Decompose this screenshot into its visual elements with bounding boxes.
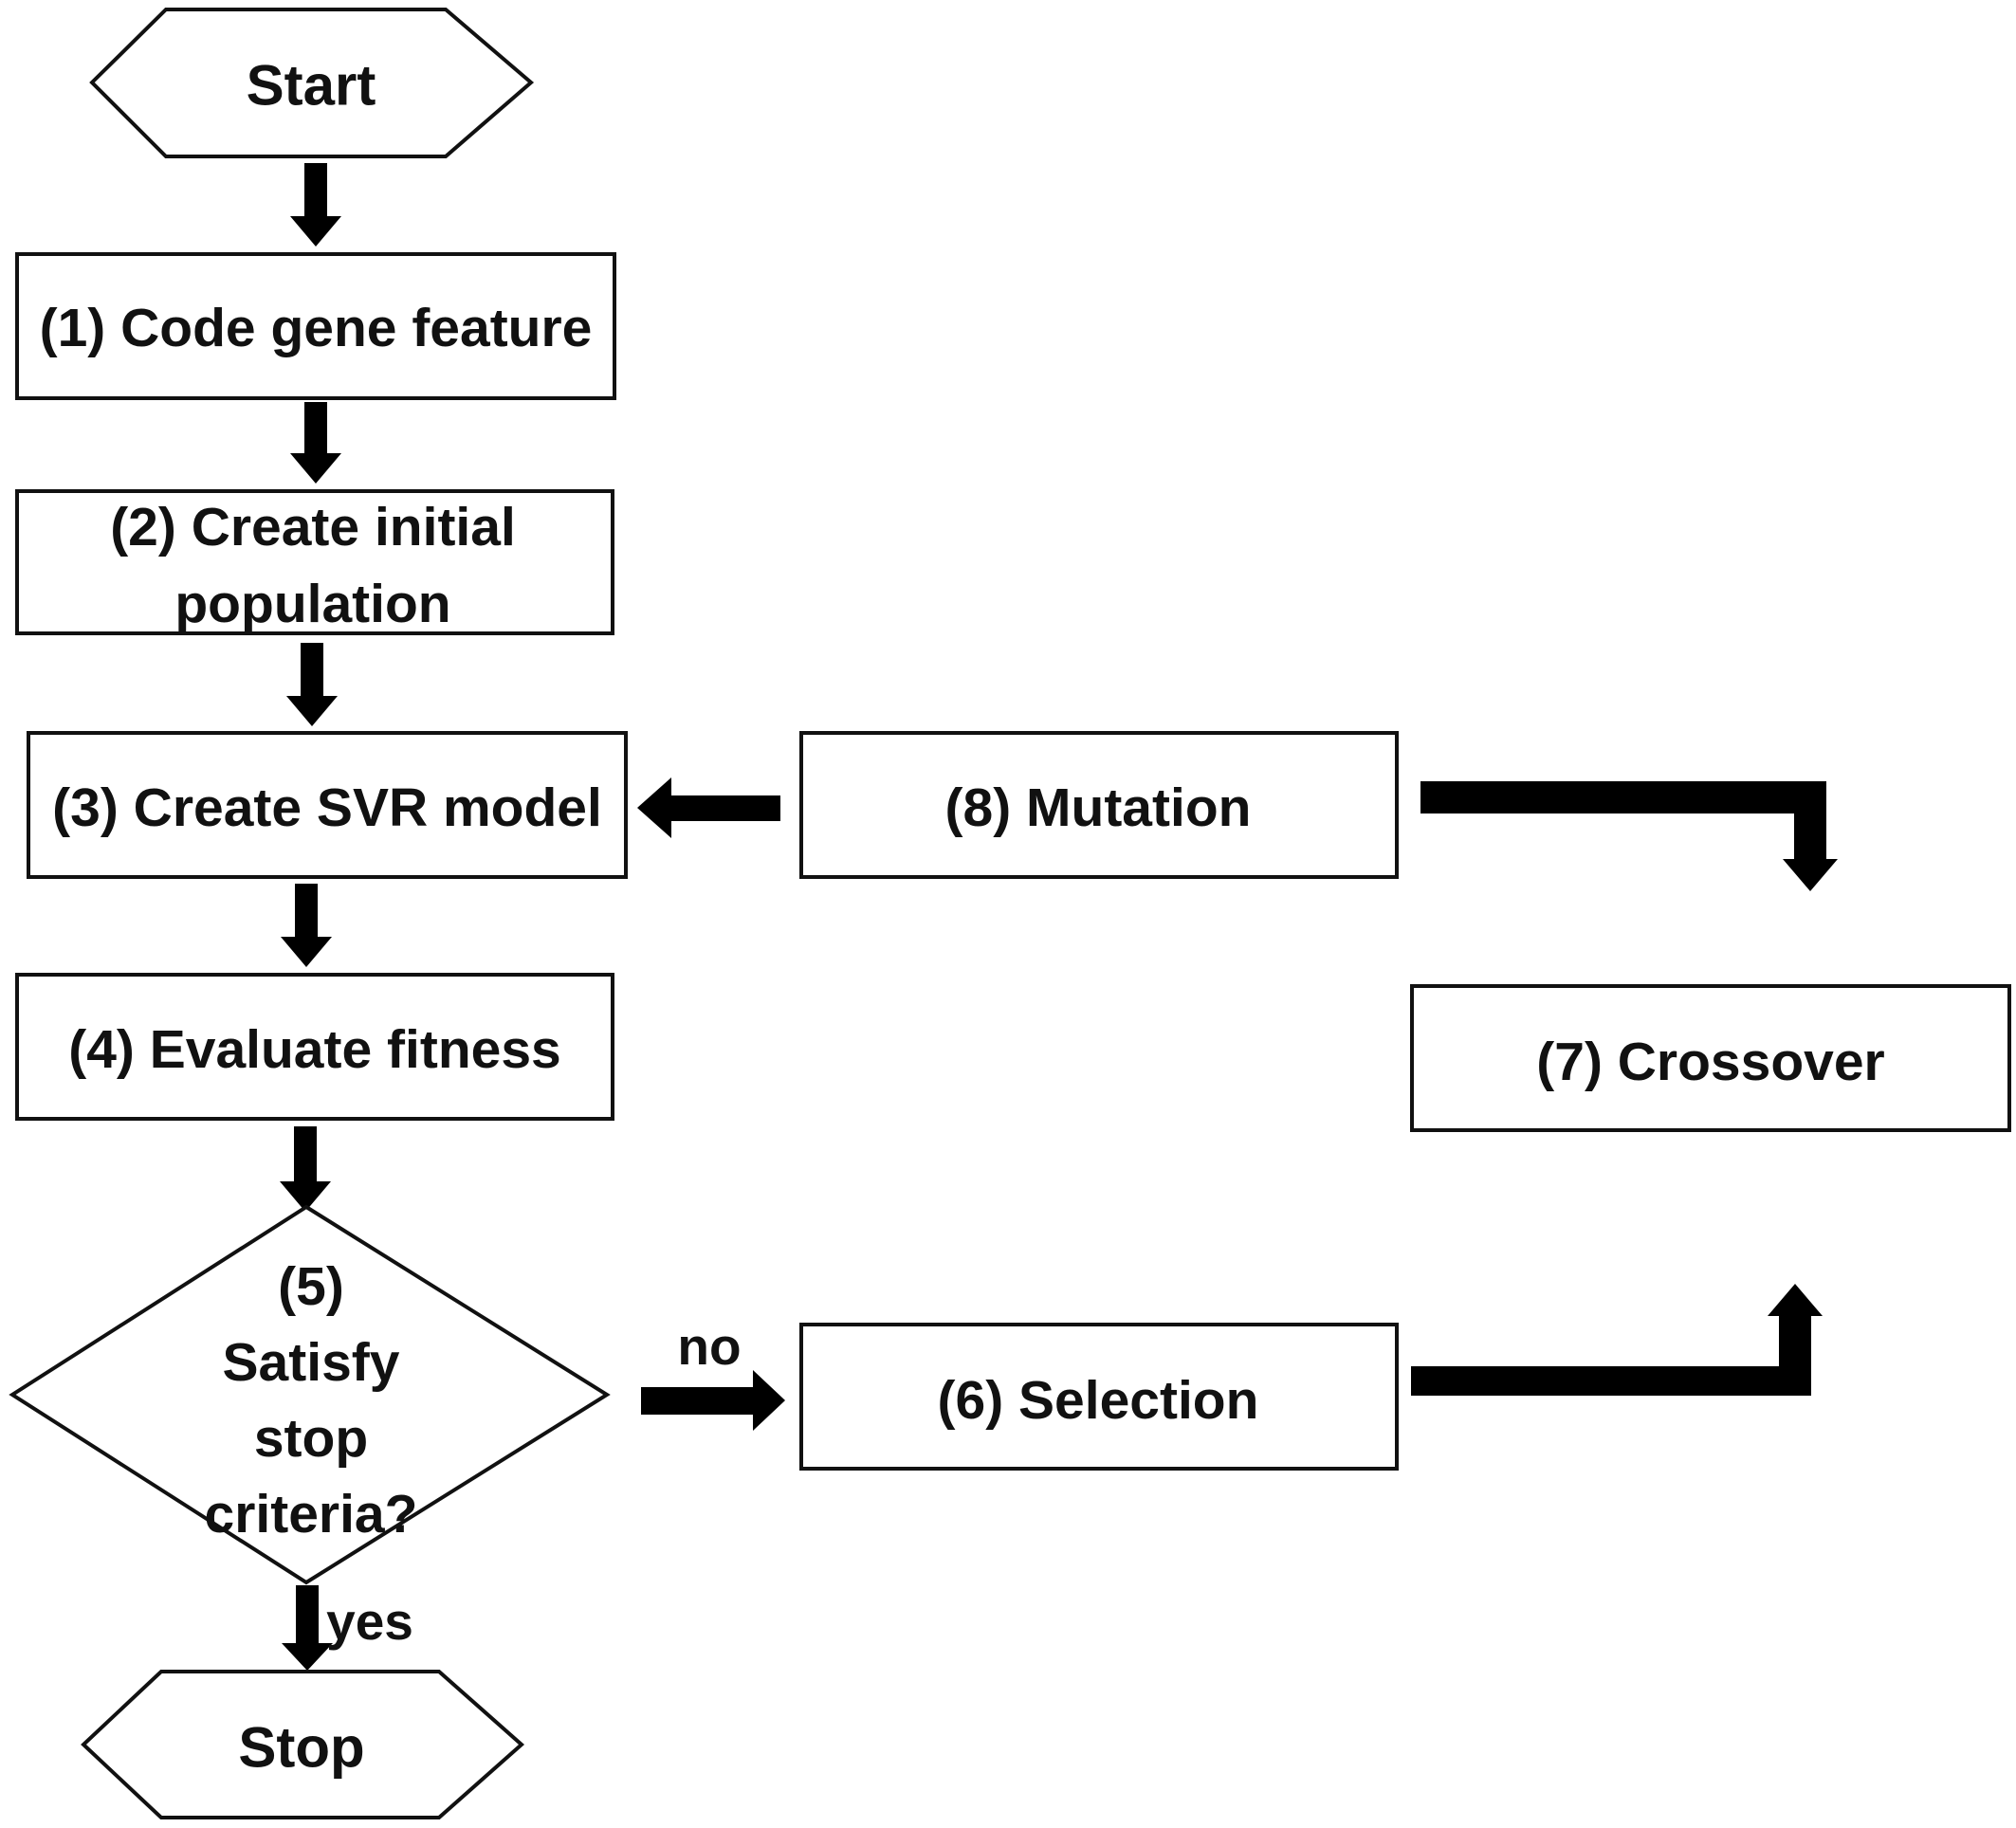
step-7-box: (7) Crossover [1410, 984, 2011, 1132]
step-5-decision: (5) Satisfy stop criteria? [9, 1204, 611, 1585]
start-node: Start [89, 8, 535, 158]
stop-label: Stop [238, 1716, 364, 1780]
stop-node: Stop [81, 1670, 525, 1819]
step-1-label: (1) Code gene feature [40, 298, 593, 358]
start-label: Start [247, 54, 376, 118]
step-2-box: (2) Create initial population [15, 489, 614, 635]
step-7-label: (7) Crossover [1536, 1032, 1884, 1092]
step-5-label-line3: stop [254, 1408, 368, 1469]
arrow-1-to-2 [290, 402, 341, 484]
arrow-2-to-3 [286, 643, 338, 726]
arrow-start-to-1 [290, 163, 341, 247]
arrow-8-to-3 [637, 777, 780, 838]
step-6-box: (6) Selection [799, 1323, 1399, 1471]
arrow-8-to-7 [1420, 781, 1838, 891]
step-4-label: (4) Evaluate fitness [68, 1019, 561, 1080]
edge-label-no: no [677, 1317, 741, 1376]
step-5-label-line1: (5) [278, 1256, 344, 1317]
step-5-label-line2: Satisfy [223, 1332, 400, 1393]
step-4-box: (4) Evaluate fitness [15, 973, 614, 1121]
arrow-6-to-7 [1411, 1284, 1823, 1396]
arrow-4-to-5 [280, 1126, 331, 1212]
arrow-5-to-stop [282, 1585, 333, 1671]
step-3-label: (3) Create SVR model [52, 777, 602, 838]
arrow-5-to-6 [641, 1370, 785, 1431]
step-2-label-line1: (2) Create initial [110, 497, 516, 558]
edge-label-yes: yes [326, 1592, 413, 1651]
step-8-label: (8) Mutation [945, 777, 1252, 838]
step-3-box: (3) Create SVR model [27, 731, 628, 879]
step-2-label-line2: population [174, 574, 450, 634]
step-5-label-line4: criteria? [205, 1484, 418, 1545]
step-1-box: (1) Code gene feature [15, 252, 616, 400]
step-6-label: (6) Selection [938, 1370, 1259, 1431]
arrow-3-to-4 [281, 884, 332, 967]
step-8-box: (8) Mutation [799, 731, 1399, 879]
